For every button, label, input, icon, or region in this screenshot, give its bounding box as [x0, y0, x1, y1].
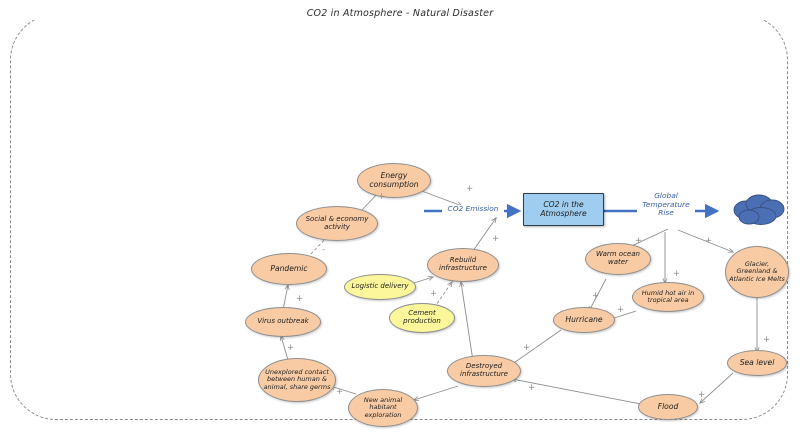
node-rebuild-infrastructure[interactable]: Rebuild infrastructure — [427, 248, 499, 282]
sign-virus-to-pandemic: + — [296, 294, 304, 304]
node-label: Unexplored contact between human & anima… — [263, 368, 331, 391]
node-co2-in-atmosphere[interactable]: CO2 in the Atmosphere — [523, 193, 604, 226]
sign-social-to-energy: + — [378, 192, 386, 202]
node-label: Logistic delivery — [351, 282, 409, 291]
node-label: Sea level — [739, 357, 775, 367]
node-label: Virus outbreak — [257, 317, 309, 326]
flow-label-co2-emission: CO2 Emission — [442, 204, 504, 214]
cloud-shape — [728, 190, 788, 230]
node-warm-ocean-water[interactable]: Warm ocean water — [585, 243, 651, 275]
node-label: Pandemic — [270, 263, 308, 273]
node-humid-hot-air[interactable]: Humid hot air in tropical area — [632, 282, 704, 312]
node-label: Cement production — [403, 309, 441, 325]
sign-pandemic-to-social: - — [322, 245, 326, 255]
node-new-animal-habitant-exploration[interactable]: New animal habitant exploration — [348, 389, 418, 427]
sign-cement-to-rebuild: + — [430, 289, 438, 299]
node-label: New animal habitant exploration — [363, 396, 403, 419]
node-hurricane[interactable]: Hurricane — [553, 307, 615, 333]
sign-glacier-to-sea-level: + — [763, 335, 771, 345]
node-label: Rebuild infrastructure — [439, 256, 487, 272]
sign-energy-to-emission: + — [466, 184, 474, 194]
flow-label-global-temperature-rise: Global Temperature Rise — [637, 191, 695, 218]
sign-warm-ocean-to-hurricane: + — [592, 291, 600, 301]
sign-gtr-to-glacier: + — [705, 236, 713, 246]
node-label: CO2 in the Atmosphere — [540, 200, 587, 218]
sign-habitant-to-unexplored: + — [336, 387, 344, 397]
node-glacier-melts[interactable]: Glacier, Greenland & Atlantic Ice Melts — [725, 246, 789, 298]
node-flood[interactable]: Flood — [638, 394, 698, 420]
sign-gtr-to-warm-ocean: + — [635, 236, 643, 246]
node-pandemic[interactable]: Pandemic — [251, 253, 327, 285]
sign-flood-to-destroyed: + — [528, 383, 536, 393]
node-social-economy-activity[interactable]: Social & economy activity — [296, 206, 378, 241]
node-label: Hurricane — [565, 314, 603, 324]
node-label: Glacier, Greenland & Atlantic Ice Melts — [729, 260, 785, 283]
node-label: Warm ocean water — [596, 250, 640, 266]
node-virus-outbreak[interactable]: Virus outbreak — [245, 307, 321, 337]
node-unexplored-contact[interactable]: Unexplored contact between human & anima… — [258, 358, 336, 402]
node-energy-consumption[interactable]: Energy consumption — [357, 163, 431, 198]
sign-rebuild-to-emission: + — [492, 234, 500, 244]
sign-hurricane-to-destroyed: + — [523, 343, 531, 353]
sign-sea-level-to-flood: + — [698, 390, 706, 400]
sign-unexplored-to-virus: + — [287, 343, 295, 353]
node-label: Social & economy activity — [305, 214, 369, 231]
sign-gtr-to-humid-air: + — [673, 269, 681, 279]
sign-humid-air-to-hurricane: + — [617, 305, 625, 315]
diagram-title: CO2 in Atmosphere - Natural Disaster — [0, 7, 800, 20]
node-label: Destroyed infrastructure — [460, 362, 508, 378]
node-destroyed-infrastructure[interactable]: Destroyed infrastructure — [447, 355, 521, 387]
node-label: Humid hot air in tropical area — [641, 288, 695, 304]
node-logistic-delivery[interactable]: Logistic delivery — [344, 274, 416, 300]
node-label: Flood — [657, 401, 679, 411]
node-sea-level[interactable]: Sea level — [727, 350, 787, 376]
node-cement-production[interactable]: Cement production — [389, 303, 455, 333]
node-label: Energy consumption — [369, 171, 419, 189]
